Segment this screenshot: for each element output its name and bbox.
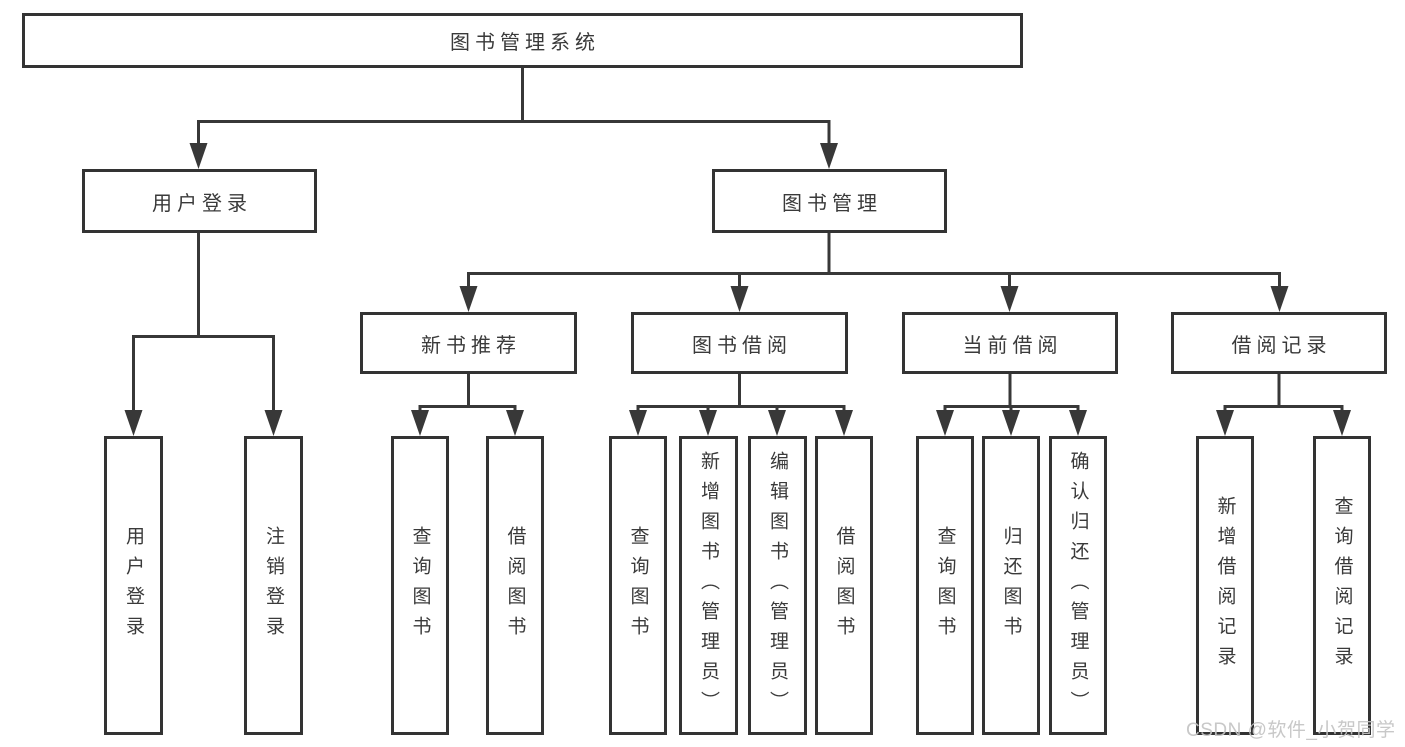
leaf-borrow-add-books-admin: 新增图书（管理员） xyxy=(679,436,738,735)
leaf-current-confirm-return-admin: 确认归还（管理员） xyxy=(1049,436,1107,735)
leaf-newrec-borrow-books: 借阅图书 xyxy=(486,436,544,735)
leaf-user-login: 用户登录 xyxy=(104,436,163,735)
csdn-watermark: CSDN @软件_小贺同学 xyxy=(1186,720,1396,741)
node-current-borrowing: 当前借阅 xyxy=(902,312,1118,374)
leaf-current-return-books: 归还图书 xyxy=(982,436,1040,735)
node-book-management: 图书管理 xyxy=(712,169,947,233)
leaf-borrow-edit-books-admin: 编辑图书（管理员） xyxy=(748,436,807,735)
leaf-borrow-query-books: 查询图书 xyxy=(609,436,667,735)
node-borrowing-records: 借阅记录 xyxy=(1171,312,1387,374)
node-book-borrowing: 图书借阅 xyxy=(631,312,848,374)
node-user-login: 用户登录 xyxy=(82,169,317,233)
leaf-newrec-query-books: 查询图书 xyxy=(391,436,449,735)
arrow-down-icons xyxy=(124,143,1351,436)
leaf-current-query-books: 查询图书 xyxy=(916,436,974,735)
leaf-logout: 注销登录 xyxy=(244,436,303,735)
leaf-borrow-borrow-books: 借阅图书 xyxy=(815,436,873,735)
node-new-book-recommendation: 新书推荐 xyxy=(360,312,577,374)
leaf-records-add-record: 新增借阅记录 xyxy=(1196,436,1254,735)
leaf-records-query-record: 查询借阅记录 xyxy=(1313,436,1371,735)
node-root-library-system: 图书管理系统 xyxy=(22,13,1023,68)
